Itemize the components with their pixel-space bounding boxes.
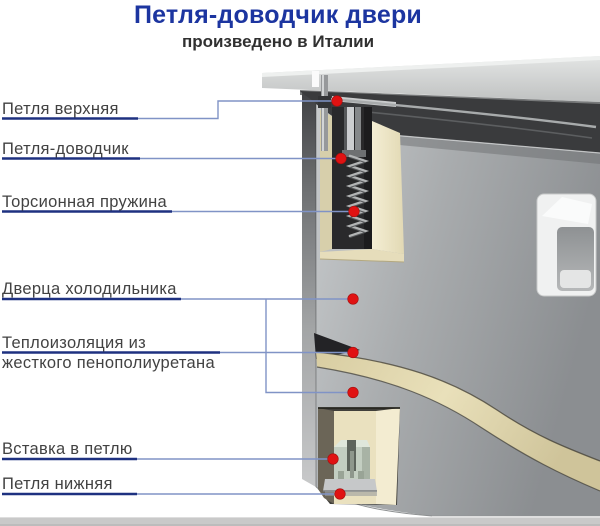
closer-cavity-cutaway — [312, 71, 405, 263]
marker-hinge-insert — [327, 453, 339, 465]
label-closer-hinge: Петля-доводчик — [2, 140, 129, 158]
label-insulation-line1: Теплоизоляция из — [2, 334, 146, 352]
floor-strip — [0, 517, 600, 526]
hinge-pin — [321, 75, 328, 151]
label-hinge-insert: Вставка в петлю — [2, 440, 133, 458]
marker-torsion-spring — [348, 205, 360, 218]
connector-top-hinge — [138, 100, 337, 120]
label-insulation-line2: жесткого пенополиуретана — [2, 354, 215, 372]
top-hinge-assembly — [300, 91, 600, 153]
label-bottom-hinge: Петля нижняя — [2, 475, 113, 493]
label-underlines — [2, 117, 220, 496]
page-subtitle: произведено в Италии — [181, 32, 375, 51]
marker-fridge-door-lower — [347, 386, 359, 399]
label-torsion-spring: Торсионная пружина — [2, 193, 168, 211]
door-handle — [536, 193, 597, 297]
connector-fridge-door-lower — [265, 299, 353, 394]
connector-lines — [137, 100, 354, 495]
torsion-spring-coil — [345, 154, 370, 238]
marker-top-hinge — [331, 95, 343, 107]
marker-fridge-door-upper — [347, 293, 359, 305]
page-title: Петля-доводчик двери — [133, 1, 423, 29]
point-markers — [327, 95, 360, 500]
marker-closer-hinge — [335, 152, 347, 165]
header: Петля-доводчик двери произведено в Итали… — [0, 1, 556, 52]
label-fridge-door: Дверца холодильника — [2, 280, 177, 298]
hinge-insert-block — [334, 440, 370, 480]
marker-insulation — [347, 346, 359, 359]
marker-bottom-hinge — [334, 488, 346, 500]
door-edge-strip — [302, 93, 317, 487]
closer-rod — [347, 107, 354, 157]
label-top-hinge: Петля верхняя — [2, 100, 119, 118]
